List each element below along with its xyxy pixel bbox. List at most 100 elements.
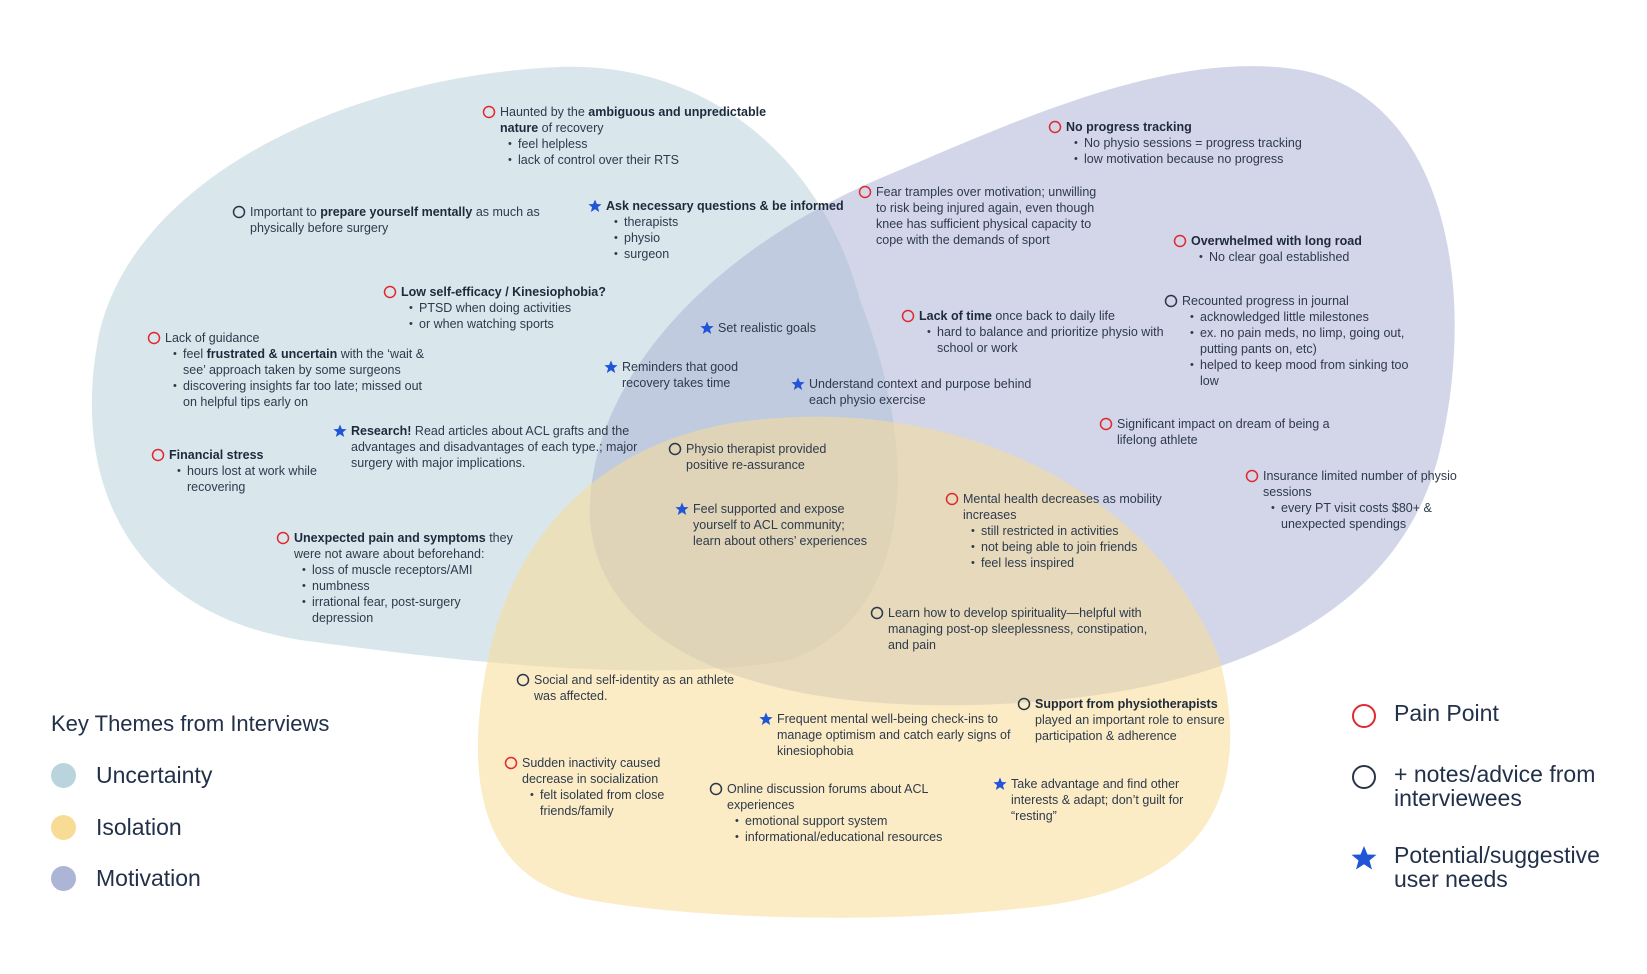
note-text: Lack of guidance [165, 330, 435, 346]
note-pain-point: Lack of guidancefeel frustrated & uncert… [147, 330, 435, 410]
note-text: Frequent mental well-being check-ins to … [777, 711, 1027, 759]
note-text-run: Learn how to develop spirituality—helpfu… [888, 606, 1148, 652]
star-icon [759, 712, 773, 725]
note-bullet: helped to keep mood from sinking too low [1190, 357, 1412, 389]
note-bullets: loss of muscle receptors/AMInumbnessirra… [294, 562, 514, 626]
note-text-run: Feel supported and expose yourself to AC… [693, 502, 867, 548]
note-bullet: physio [614, 230, 856, 246]
note-pain-point: Financial stresshours lost at work while… [151, 447, 319, 495]
emphasis-text: Low self-efficacy / Kinesiophobia? [401, 285, 606, 299]
emphasis-text: frustrated & uncertain [206, 347, 338, 361]
note-pain-point: Sudden inactivity caused decrease in soc… [504, 755, 692, 819]
note-text: Overwhelmed with long road [1191, 233, 1401, 249]
note-text-run: feel [183, 347, 207, 361]
note-text-run: of recovery [538, 121, 604, 135]
note-bullet: lack of control over their RTS [508, 152, 790, 168]
note-text-run: Sudden inactivity caused decrease in soc… [522, 756, 661, 786]
advice-icon [232, 205, 246, 219]
note-advice: Social and self-identity as an athlete w… [516, 672, 744, 704]
note-text: Important to prepare yourself mentally a… [250, 204, 550, 236]
pain-point-icon [383, 285, 397, 299]
note-bullet: irrational fear, post-surgery depression [302, 594, 514, 626]
note-text-run: Fear tramples over motivation; unwilling… [876, 185, 1097, 247]
note-bullets: felt isolated from close friends/family [522, 787, 692, 819]
star-icon [1351, 846, 1377, 870]
note-user-need: Research! Read articles about ACL grafts… [333, 423, 641, 471]
star-icon [604, 360, 618, 373]
advice-icon [709, 782, 723, 796]
note-bullet: feel less inspired [971, 555, 1213, 571]
legend-dot-uncertainty [51, 763, 76, 788]
note-pain-point: Fear tramples over motivation; unwilling… [858, 184, 1106, 248]
emphasis-text: Unexpected pain and symptoms [294, 531, 486, 545]
note-pain-point: Low self-efficacy / Kinesiophobia?PTSD w… [383, 284, 621, 332]
note-user-need: Ask necessary questions & be informedthe… [588, 198, 856, 262]
note-bullet: feel helpless [508, 136, 790, 152]
note-bullet: not being able to join friends [971, 539, 1213, 555]
note-text: Mental health decreases as mobility incr… [963, 491, 1213, 523]
note-text: Support from physiotherapists played an … [1035, 696, 1255, 744]
emphasis-text: Overwhelmed with long road [1191, 234, 1362, 248]
note-bullet: still restricted in activities [971, 523, 1213, 539]
note-text: Significant impact on dream of being a l… [1117, 416, 1347, 448]
note-user-need: Understand context and purpose behind ea… [791, 376, 1039, 408]
note-bullet: low motivation because no progress [1074, 151, 1336, 167]
note-pain-point: Insurance limited number of physio sessi… [1245, 468, 1473, 532]
emphasis-text: No progress tracking [1066, 120, 1192, 134]
pain-point-icon [1173, 234, 1187, 248]
note-bullet: surgeon [614, 246, 856, 262]
emphasis-text: Financial stress [169, 448, 264, 462]
note-text: Understand context and purpose behind ea… [809, 376, 1039, 408]
pain-point-icon [945, 492, 959, 506]
star-icon [675, 502, 689, 515]
note-bullet: PTSD when doing activities [409, 300, 621, 316]
note-bullet: ex. no pain meds, no limp, going out, pu… [1190, 325, 1412, 357]
star-icon [588, 199, 602, 212]
note-bullet: discovering insights far too late; misse… [173, 378, 435, 410]
note-bullets: PTSD when doing activitiesor when watchi… [401, 300, 621, 332]
legend-label-isolation: Isolation [96, 814, 182, 840]
note-text: Insurance limited number of physio sessi… [1263, 468, 1473, 500]
note-advice: Recounted progress in journalacknowledge… [1164, 293, 1412, 389]
note-text-run: Mental health decreases as mobility incr… [963, 492, 1162, 522]
note-bullets: still restricted in activitiesnot being … [963, 523, 1213, 571]
note-text-run: once back to daily life [991, 309, 1115, 323]
pain-point-icon [482, 105, 496, 119]
note-text: Lack of time once back to daily life [919, 308, 1179, 324]
star-icon [333, 424, 347, 437]
note-text-run: Reminders that good recovery takes time [622, 360, 739, 390]
note-bullets: acknowledged little milestonesex. no pai… [1182, 309, 1412, 389]
note-text: Online discussion forums about ACL exper… [727, 781, 997, 813]
note-text: No progress tracking [1066, 119, 1336, 135]
note-text-run: Online discussion forums about ACL exper… [727, 782, 929, 812]
note-bullet: emotional support system [735, 813, 997, 829]
note-text: Set realistic goals [718, 320, 868, 336]
note-text-run: they were not aware about beforehand: [294, 531, 513, 561]
note-text-run: Set realistic goals [718, 321, 816, 335]
pain-point-icon [504, 756, 518, 770]
note-pain-point: Unexpected pain and symptoms they were n… [276, 530, 514, 626]
note-text: Social and self-identity as an athlete w… [534, 672, 744, 704]
note-bullet: hours lost at work while recovering [177, 463, 319, 495]
note-bullet: acknowledged little milestones [1190, 309, 1412, 325]
note-user-need: Feel supported and expose yourself to AC… [675, 501, 873, 549]
note-text: Haunted by the ambiguous and unpredictab… [500, 104, 790, 136]
note-user-need: Frequent mental well-being check-ins to … [759, 711, 1027, 759]
note-text-run: Recounted progress in journal [1182, 294, 1349, 308]
note-text: Sudden inactivity caused decrease in soc… [522, 755, 692, 787]
note-text-run: Understand context and purpose behind ea… [809, 377, 1032, 407]
note-text: Physio therapist provided positive re-as… [686, 441, 866, 473]
note-bullets: therapistsphysiosurgeon [606, 214, 856, 262]
note-pain-point: Haunted by the ambiguous and unpredictab… [482, 104, 790, 168]
note-pain-point: Overwhelmed with long roadNo clear goal … [1173, 233, 1401, 265]
advice-icon [870, 606, 884, 620]
note-advice: Online discussion forums about ACL exper… [709, 781, 997, 845]
note-pain-point: Significant impact on dream of being a l… [1099, 416, 1347, 448]
legend-label-uncertainty: Uncertainty [96, 762, 213, 788]
advice-icon [1352, 765, 1376, 789]
note-bullet: numbness [302, 578, 514, 594]
note-bullet: loss of muscle receptors/AMI [302, 562, 514, 578]
note-bullet: therapists [614, 214, 856, 230]
note-advice: Learn how to develop spirituality—helpfu… [870, 605, 1168, 653]
emphasis-text: Lack of time [919, 309, 992, 323]
